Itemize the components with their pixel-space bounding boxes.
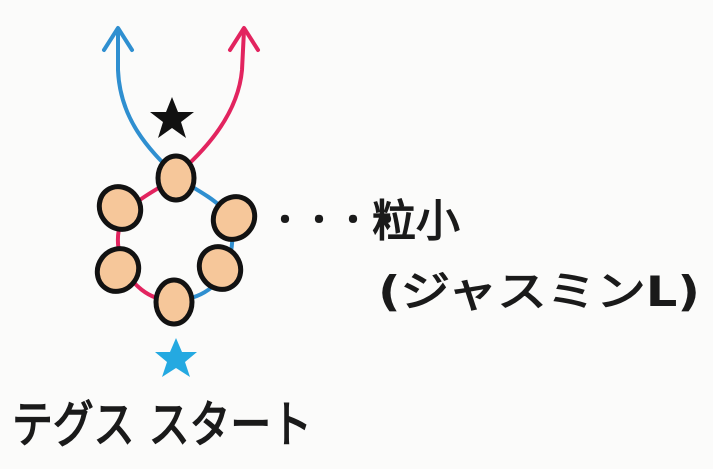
start-caption: テグス スタート <box>12 396 312 454</box>
leader-dots: ・・・・ <box>268 201 404 241</box>
bead-bottom <box>153 277 195 327</box>
bead-upper-right <box>210 194 258 242</box>
bead-lower-right <box>196 244 244 292</box>
bead-top <box>155 153 197 203</box>
black-star-icon <box>150 97 194 138</box>
beads <box>94 153 258 327</box>
blue-star-icon <box>155 338 197 377</box>
blue-arrow-icon <box>102 26 134 52</box>
bead-name-label: 粒小 <box>372 196 460 247</box>
bead-lower-left <box>94 246 142 294</box>
pink-arrow-icon <box>228 26 260 52</box>
bead-upper-left <box>96 184 144 232</box>
bead-type-label: (ジャスミンL) <box>378 267 700 316</box>
